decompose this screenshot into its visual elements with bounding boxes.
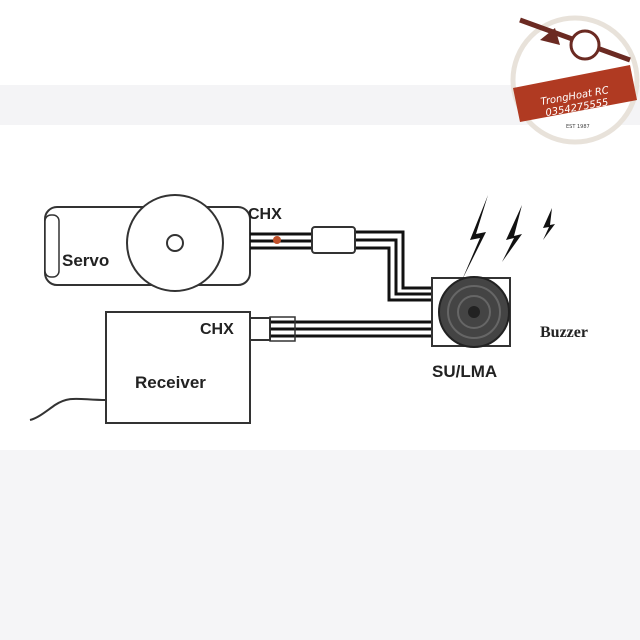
receiver: Receiver (105, 311, 251, 424)
wire-marker (273, 236, 281, 244)
receiver-label: Receiver (135, 373, 206, 392)
sound-bolt-icons (462, 195, 555, 280)
receiver-connector (249, 317, 271, 341)
receiver-wires (270, 320, 432, 338)
su-lma-label: SU/LMA (432, 362, 497, 381)
servo-wires (250, 230, 432, 302)
svg-text:EST 1987: EST 1987 (566, 124, 590, 130)
background-band (0, 450, 640, 640)
servo-connector-label: CHX (248, 206, 282, 223)
servo-connector (311, 226, 356, 254)
buzzer-label: Buzzer (540, 324, 588, 341)
su-lma-module (431, 276, 511, 348)
servo-label: Servo (62, 251, 109, 270)
servo: Servo (44, 194, 251, 292)
logo-trong-hoat-rc: TrongHoat RC 0354275555 EST 1987 (510, 15, 640, 145)
receiver-connector-label: CHX (200, 321, 234, 338)
receiver-antenna (29, 397, 107, 421)
